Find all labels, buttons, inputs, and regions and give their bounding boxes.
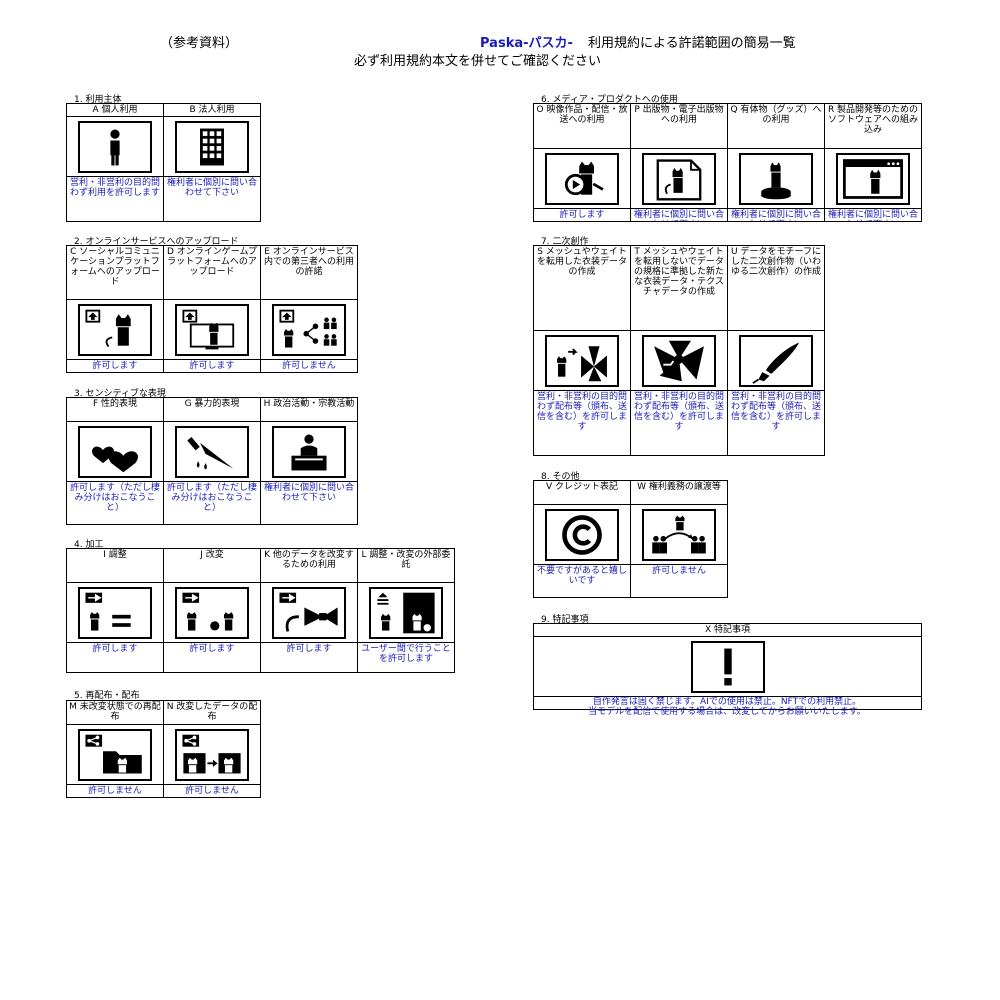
section-title-sensitive: 3. センシティブな表現 [74, 389, 166, 399]
copyright-icon [545, 508, 619, 561]
item-result-W: 許可しません [631, 565, 728, 598]
item-label-V: V クレジット表記 [534, 481, 631, 505]
item-label-S: S メッシュやウェイトを転用した衣装データの作成 [534, 246, 631, 331]
section-title-other: 8. その他 [541, 472, 580, 482]
item-result-V: 不要ですがあると嬉しいです [534, 565, 631, 598]
item-label-J: J 改変 [164, 549, 261, 583]
section-processing-table: I 調整 J 改変 K 他のデータを改変するための利用 L 調整・改変の外部委託… [66, 548, 455, 673]
item-label-P: P 出版物・電子出版物への利用 [631, 104, 728, 149]
model-name: Paska-パスカ- [480, 36, 573, 51]
section-title-special-notes: 9. 特記事項 [541, 615, 589, 625]
book-cat-icon [642, 152, 716, 205]
item-label-B: B 法人利用 [164, 104, 261, 117]
transfer-rights-icon [642, 508, 716, 561]
item-label-Q: Q 有体物（グッズ）への利用 [728, 104, 825, 149]
item-label-W: W 権利義務の譲渡等 [631, 481, 728, 505]
section-title-usage: 1. 利用主体 [74, 95, 122, 105]
item-label-U: U データをモチーフにした二次創作物（いわゆる二次創作）の作成 [728, 246, 825, 331]
section-derivative-table: S メッシュやウェイトを転用した衣装データの作成 T メッシュやウェイトを転用し… [533, 245, 825, 456]
section-other-table: V クレジット表記 W 権利義務の譲渡等 不要ですがあると嬉しいです 許可しませ… [533, 480, 728, 598]
figure-cat-icon [739, 152, 813, 205]
pen-icon [739, 334, 813, 387]
item-result-L: ユーザー間で行うことを許可します [358, 643, 455, 673]
section-special-notes-table: X 特記事項 [533, 623, 922, 710]
item-result-T: 営利・非営利の目的問わず配布等（頒布、送信を含む）を許可します [631, 391, 728, 456]
item-label-E: E オンラインサービス内での第三者への利用の許諾 [261, 246, 358, 300]
item-label-I: I 調整 [67, 549, 164, 583]
hearts-icon [78, 425, 152, 478]
special-note-2: 当モデルを配信で使用する場合は、改変してからお願いいたします。 [588, 707, 866, 717]
item-label-X: X 特記事項 [534, 624, 922, 637]
reference-label: （参考資料） [160, 36, 239, 51]
video-cat-icon [545, 152, 619, 205]
section-title-processing: 4. 加工 [74, 540, 104, 550]
item-label-R: R 製品開発等のためのソフトウェアへの組み込み [825, 104, 922, 149]
item-label-D: D オンラインゲームプラットフォームへのアップロード [164, 246, 261, 300]
item-result-H: 権利者に個別に問い合わせて下さい [261, 482, 358, 525]
share-group-icon [272, 303, 346, 356]
item-result-M: 許可しません [67, 785, 164, 798]
section-title-redistribution: 5. 再配布・配布 [74, 691, 140, 701]
item-label-N: N 改変したデータの配布 [164, 701, 261, 725]
special-note-1: 自作発言は固く禁じます。AIでの使用は禁止。NFTでの利用禁止。 [592, 697, 862, 707]
section-title-online-upload: 2. オンラインサービスへのアップロード [74, 237, 239, 247]
page-title: 利用規約による許諾範囲の簡易一覧 [588, 36, 796, 51]
item-label-M: M 未改変状態での再配布 [67, 701, 164, 725]
item-label-O: O 映像作品・配信・放送への利用 [534, 104, 631, 149]
item-result-G: 許可します（ただし棲み分けはおこなうこと） [164, 482, 261, 525]
item-label-C: C ソーシャルコミュニケーションプラットフォームへのアップロード [67, 246, 164, 300]
item-label-T: T メッシュやウェイトを転用しないでデータの規格に準拠した新たな衣装データ・テク… [631, 246, 728, 331]
person-icon [78, 120, 152, 173]
item-label-G: G 暴力的表現 [164, 398, 261, 422]
item-result-C: 許可します [67, 360, 164, 373]
share-folder-icon [78, 728, 152, 781]
upload-cat-icon [78, 303, 152, 356]
outsource-cats-icon [369, 586, 443, 639]
item-result-K: 許可します [261, 643, 358, 673]
item-result-N: 許可しません [164, 785, 261, 798]
section-redistribution-table: M 未改変状態での再配布 N 改変したデータの配布 許可しません 許可しません [66, 700, 261, 798]
item-result-E: 許可しません [261, 360, 358, 373]
share-modified-icon [175, 728, 249, 781]
item-result-R: 権利者に個別に問い合わせて下さい [825, 209, 922, 222]
clothes-icon [642, 334, 716, 387]
item-result-O: 許可します [534, 209, 631, 222]
section-title-derivative: 7. 二次創作 [541, 237, 589, 247]
item-result-B: 権利者に個別に問い合わせて下さい [164, 177, 261, 222]
cat-clothes-icon [545, 334, 619, 387]
section-online-upload-table: C ソーシャルコミュニケーションプラットフォームへのアップロード D オンライン… [66, 245, 358, 373]
page-subtitle: 必ず利用規約本文を併せてご確認ください [354, 54, 602, 69]
item-label-K: K 他のデータを改変するための利用 [261, 549, 358, 583]
item-result-S: 営利・非営利の目的問わず配布等（頒布、送信を含む）を許可します [534, 391, 631, 456]
item-label-A: A 個人利用 [67, 104, 164, 117]
section-usage-table: A 個人利用 B 法人利用 営利・非営利の目的問わず利用を許可します 権利者に個… [66, 103, 261, 222]
cat-ribbon-icon [272, 586, 346, 639]
knife-icon [175, 425, 249, 478]
item-label-F: F 性的表現 [67, 398, 164, 422]
section-media-table: O 映像作品・配信・放送への利用 P 出版物・電子出版物への利用 Q 有体物（グ… [533, 103, 922, 222]
software-window-cat-icon [836, 152, 910, 205]
upload-monitor-cat-icon [175, 303, 249, 356]
item-label-H: H 政治活動・宗教活動 [261, 398, 358, 422]
exclamation-icon [690, 640, 765, 693]
item-result-U: 営利・非営利の目的問わず配布等（頒布、送信を含む）を許可します [728, 391, 825, 456]
item-result-F: 許可します（ただし棲み分けはおこなうこと） [67, 482, 164, 525]
building-icon [175, 120, 249, 173]
section-title-media: 6. メディア・プロダクトへの使用 [541, 95, 678, 105]
item-result-Q: 権利者に個別に問い合わせて下さい [728, 209, 825, 222]
item-result-D: 許可します [164, 360, 261, 373]
section-sensitive-table: F 性的表現 G 暴力的表現 H 政治活動・宗教活動 許可します（ただし棲み分け… [66, 397, 358, 525]
item-result-P: 権利者に個別に問い合わせて下さい [631, 209, 728, 222]
item-result-I: 許可します [67, 643, 164, 673]
item-result-A: 営利・非営利の目的問わず利用を許可します [67, 177, 164, 222]
item-label-L: L 調整・改変の外部委託 [358, 549, 455, 583]
modify-cats-icon [175, 586, 249, 639]
podium-speaker-icon [272, 425, 346, 478]
item-result-J: 許可します [164, 643, 261, 673]
adjust-equals-icon [78, 586, 152, 639]
